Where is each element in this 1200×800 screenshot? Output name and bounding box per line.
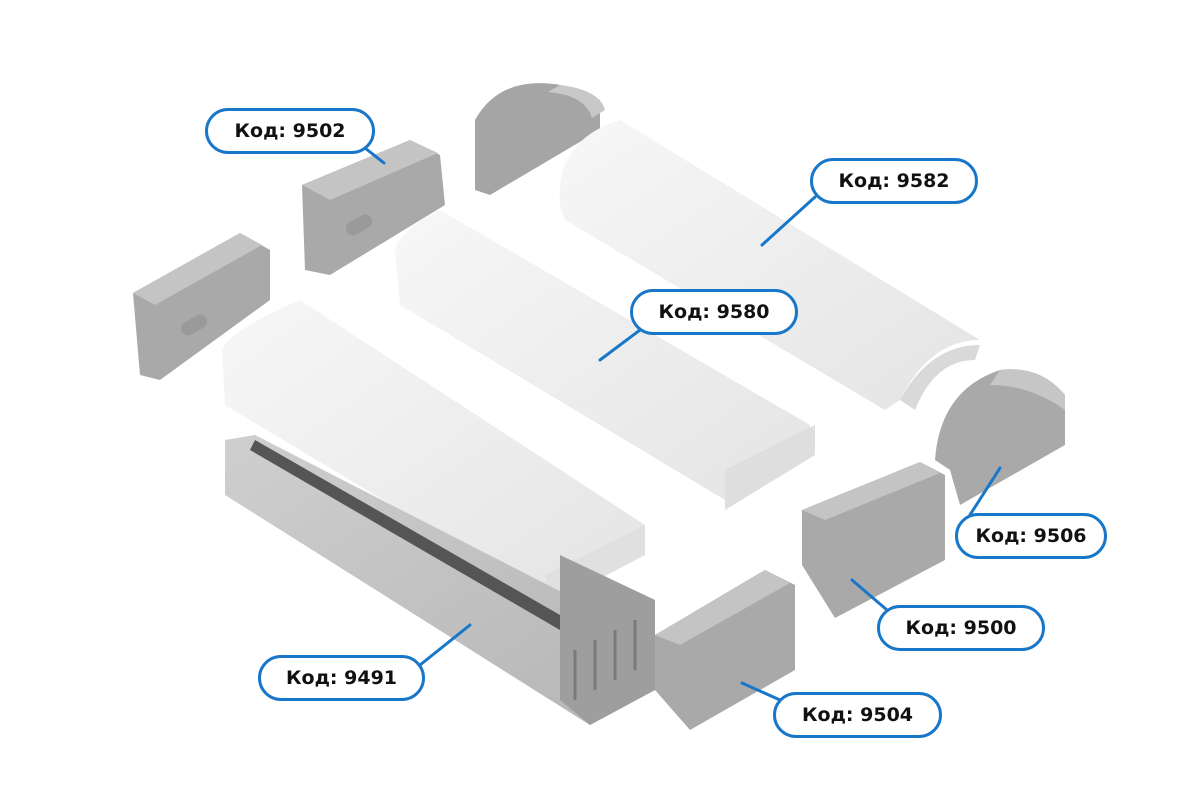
end-cap-left xyxy=(133,233,270,380)
code-label-9504: Код: 9504 xyxy=(773,692,942,738)
diffuser-9582 xyxy=(559,120,980,410)
code-label-9500: Код: 9500 xyxy=(877,605,1045,651)
diffuser-9580 xyxy=(395,210,815,510)
aluminium-profile-9491 xyxy=(225,435,655,725)
code-label-9506: Код: 9506 xyxy=(955,513,1107,559)
code-label-9491: Код: 9491 xyxy=(258,655,425,701)
code-label-9502: Код: 9502 xyxy=(205,108,375,154)
end-cap-9500 xyxy=(802,462,945,618)
code-label-9582: Код: 9582 xyxy=(810,158,978,204)
code-label-9580: Код: 9580 xyxy=(630,289,798,335)
leader-lines xyxy=(363,146,1002,702)
end-cap-9502 xyxy=(302,140,445,275)
end-cap-round-top xyxy=(475,83,605,195)
end-cap-9506 xyxy=(935,369,1065,505)
